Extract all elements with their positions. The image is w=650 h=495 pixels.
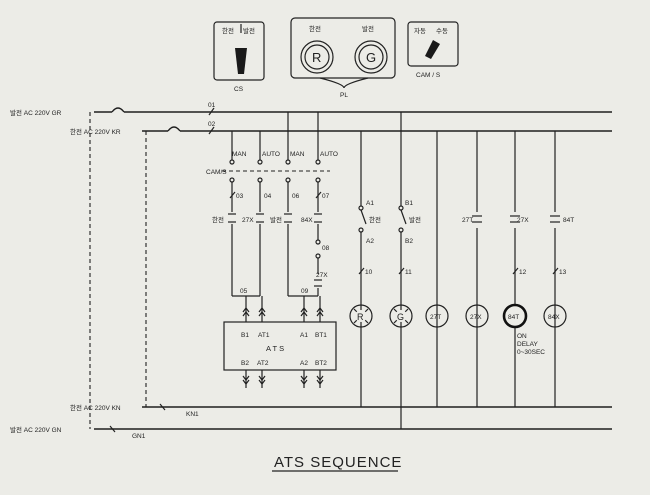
bus-kr-label: 한전 AC 220V KR	[70, 127, 121, 136]
cs-label: CS	[234, 86, 244, 93]
ats-name: A T S	[266, 344, 284, 353]
cam-handle-icon	[425, 40, 440, 59]
wire-12-label: 12	[519, 269, 527, 276]
coil-84x-symbol	[543, 304, 567, 328]
auto-2-label: AUTO	[320, 151, 338, 158]
wire-01-label: 01	[208, 102, 216, 109]
bus-gr-label: 발전 AC 220V GR	[10, 108, 62, 117]
delay-note-range: 0~30SEC	[517, 349, 545, 356]
bus-gn-label: 발전 AC 220V GN	[10, 425, 62, 434]
coil-84t-symbol	[502, 303, 528, 329]
lamp-r-symbol	[349, 304, 373, 328]
cs-left-label: 한전	[222, 26, 234, 35]
fuse-gr-icon	[111, 107, 125, 113]
wire-gn1-label: GN1	[132, 433, 146, 440]
right-84t-contact-label: 84T	[563, 217, 574, 224]
contact-27x-b-label: 27X	[316, 272, 328, 279]
contact-84x-label: 84X	[301, 217, 313, 224]
cam-right-label: 수동	[436, 27, 448, 35]
lamp-label: PL	[340, 92, 348, 99]
ats-b1-label: B1	[241, 332, 249, 339]
delay-note-delay: DELAY	[517, 341, 538, 348]
wire-04-label: 04	[264, 193, 272, 200]
lamp-g-symbol	[389, 304, 413, 328]
right-b1-label: B1	[405, 200, 413, 207]
wire-03-label: 03	[236, 193, 244, 200]
lamp-r-text: R	[357, 312, 364, 322]
cs-right-label: 발전	[243, 26, 255, 35]
right-rung-verticals	[360, 112, 556, 429]
right-27t-contact-label: 27T	[462, 217, 473, 224]
ats-b2-label: B2	[241, 360, 249, 367]
diagram-title: ATS SEQUENCE	[274, 454, 402, 471]
cam-label: CAM / S	[416, 72, 441, 79]
pilot-lamp-box	[290, 17, 396, 79]
auto-1-label: AUTO	[262, 151, 280, 158]
right-bal-label: 발전	[409, 215, 421, 224]
wire-06-label: 06	[292, 193, 300, 200]
cam-switch-box	[407, 21, 459, 67]
lamp-g-letter: G	[366, 50, 376, 65]
right-wire-ticks	[358, 267, 559, 275]
right-a1-label: A1	[366, 200, 374, 207]
fuse-kr-icon	[167, 126, 181, 132]
lamp-r-icon	[300, 40, 334, 74]
wire-09-label: 09	[301, 288, 309, 295]
right-contacts	[357, 205, 560, 233]
coil-row	[349, 303, 567, 329]
lamp-left-label: 한전	[309, 24, 321, 33]
man-2-label: MAN	[290, 151, 305, 158]
coil-84x-text: 84X	[548, 314, 560, 321]
coil-27t-symbol	[425, 304, 449, 328]
lamp-r-letter: R	[312, 50, 321, 65]
contact-han-label: 한전	[212, 215, 224, 224]
ats-output-arrows	[242, 375, 324, 385]
wire-08-label: 08	[322, 245, 330, 252]
ats-unit-box	[223, 321, 337, 371]
cs-handle-icon	[235, 48, 247, 74]
lamp-right-label: 발전	[362, 24, 374, 33]
coil-27x-text: 27X	[470, 314, 482, 321]
cam-s-label: CAM/S	[206, 169, 227, 176]
lamp-g-icon	[354, 40, 388, 74]
contact-27x-label: 27X	[242, 217, 254, 224]
relay-contacts-row	[228, 213, 322, 223]
wire-07-label: 07	[322, 193, 330, 200]
wire-02-label: 02	[208, 121, 216, 128]
contact-bal-label: 발전	[270, 215, 282, 224]
cs-switch-box	[213, 21, 265, 81]
ats-a1-label: A1	[300, 332, 308, 339]
wire-kn1-label: KN1	[186, 411, 199, 418]
coil-27x-symbol	[465, 304, 489, 328]
right-han-label: 한전	[369, 215, 381, 224]
wire-11-label: 11	[405, 269, 412, 276]
ats-terminal-arrows	[242, 307, 324, 317]
ats-bt2-label: BT2	[315, 360, 327, 367]
ats-at1-label: AT1	[258, 332, 270, 339]
wire-05-label: 05	[240, 288, 248, 295]
ats-at2-label: AT2	[257, 360, 269, 367]
right-a2-label: A2	[366, 238, 374, 245]
right-27x-contact-label: 27X	[517, 217, 529, 224]
right-b2-label: B2	[405, 238, 413, 245]
bus-kn-label: 한전 AC 220V KN	[70, 403, 121, 412]
wire-13-label: 13	[559, 269, 567, 276]
coil-27t-text: 27T	[430, 314, 441, 321]
wire-10-label: 10	[365, 269, 373, 276]
delay-note-on: ON	[517, 333, 527, 340]
man-1-label: MAN	[232, 151, 247, 158]
ats-bt1-label: BT1	[315, 332, 327, 339]
coil-84t-text: 84T	[508, 314, 519, 321]
ats-a2-label: A2	[300, 360, 308, 367]
lamp-g-text: G	[397, 312, 404, 322]
cam-left-label: 자동	[414, 26, 426, 35]
